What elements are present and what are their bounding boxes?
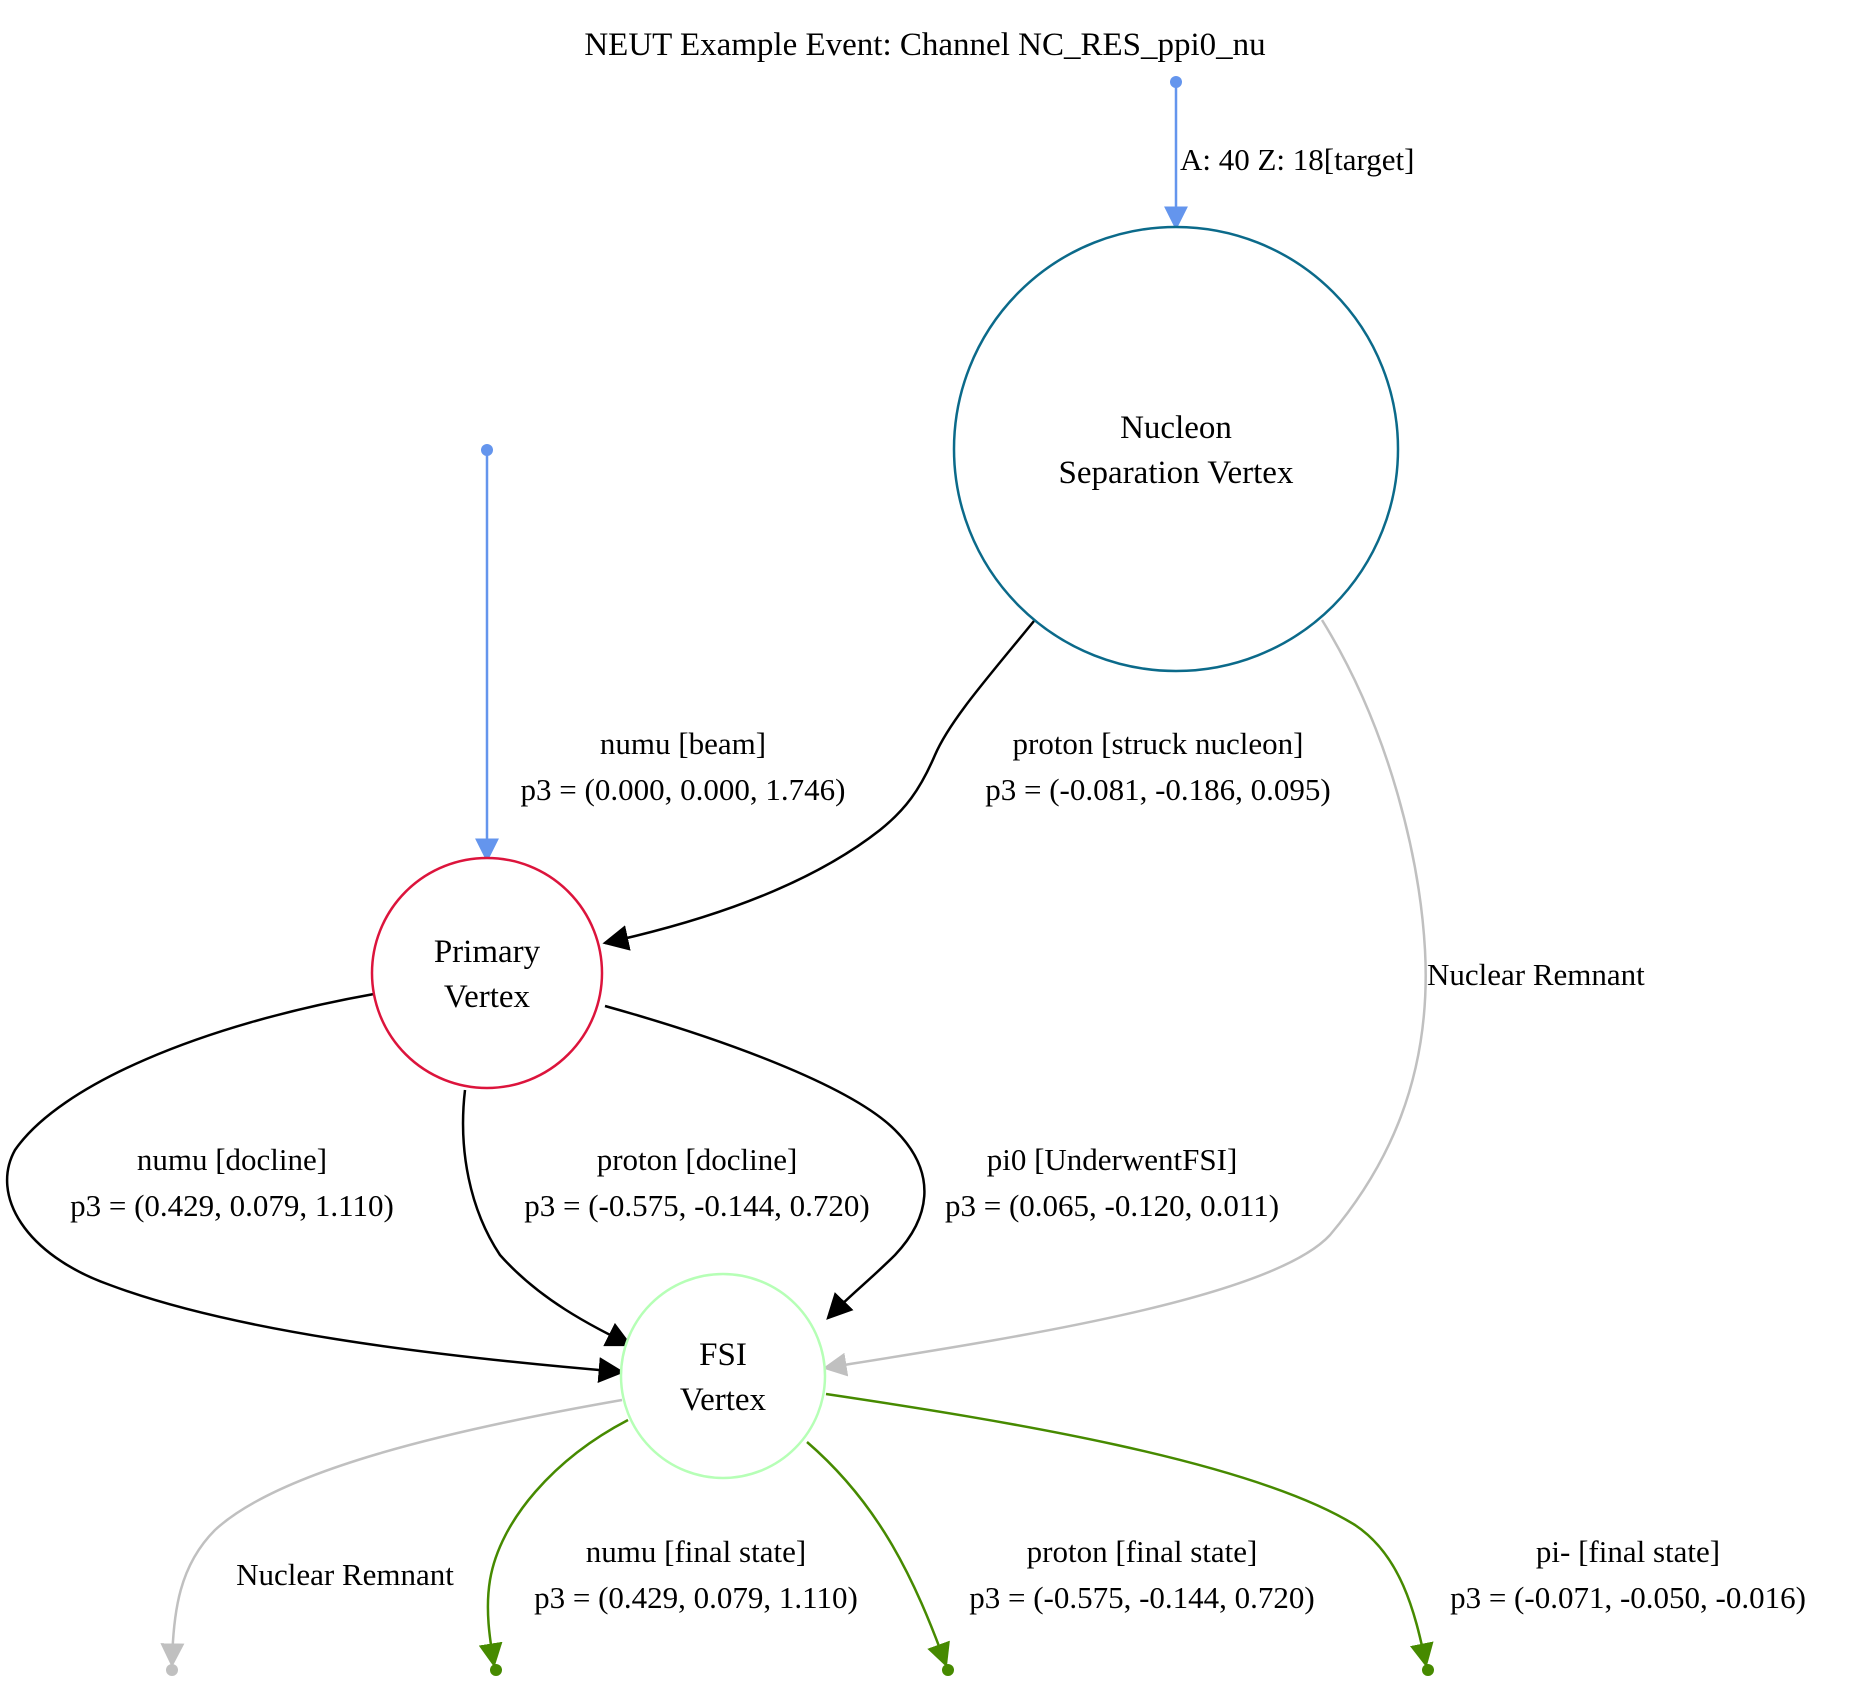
nucleon-separation-vertex-circle xyxy=(952,225,1400,673)
edge-proton-final: proton [final state] p3 = (-0.575, -0.14… xyxy=(806,1441,1315,1676)
nuclear-remnant-top-label: Nuclear Remnant xyxy=(1427,957,1645,992)
primary-vertex-line1: Primary xyxy=(434,934,541,970)
node-nucleon-separation-vertex: Nucleon Separation Vertex xyxy=(952,225,1400,673)
struck-nucleon-arrow xyxy=(602,620,1035,951)
pi0-fsi-label-momentum: p3 = (0.065, -0.120, 0.011) xyxy=(945,1188,1279,1223)
edge-struck-nucleon: proton [struck nucleon] p3 = (-0.081, -0… xyxy=(602,620,1331,951)
primary-vertex-circle xyxy=(370,856,604,1090)
proton-docline-label-particle: proton [docline] xyxy=(597,1142,798,1177)
nucleon-separation-vertex-line1: Nucleon xyxy=(1120,410,1232,446)
pi-minus-final-arrow xyxy=(825,1392,1434,1668)
numu-final-label-momentum: p3 = (0.429, 0.079, 1.110) xyxy=(534,1580,858,1615)
edge-nuclear-remnant-top: Nuclear Remnant xyxy=(822,619,1645,1377)
numu-final-label-particle: numu [final state] xyxy=(586,1534,806,1569)
proton-final-arrow xyxy=(806,1441,950,1668)
edge-numu-final: numu [final state] p3 = (0.429, 0.079, 1… xyxy=(478,1418,858,1676)
nuclear-remnant-top-arrow xyxy=(822,619,1427,1377)
numu-final-arrow xyxy=(478,1418,629,1668)
edge-numu-docline: numu [docline] p3 = (0.429, 0.079, 1.110… xyxy=(5,992,625,1383)
numu-docline-label-particle: numu [docline] xyxy=(137,1142,327,1177)
edge-nuclear-remnant-bottom: Nuclear Remnant xyxy=(160,1398,623,1676)
fsi-vertex-circle xyxy=(619,1272,827,1480)
fsi-vertex-line1: FSI xyxy=(699,1337,747,1373)
target-label: A: 40 Z: 18[target] xyxy=(1180,142,1414,177)
numu-docline-label-momentum: p3 = (0.429, 0.079, 1.110) xyxy=(70,1188,394,1223)
proton-final-endpoint xyxy=(942,1664,954,1676)
pi-minus-final-label-momentum: p3 = (-0.071, -0.050, -0.016) xyxy=(1450,1580,1806,1615)
edge-beam: numu [beam] p3 = (0.000, 0.000, 1.746) xyxy=(475,444,846,863)
edge-proton-docline: proton [docline] p3 = (-0.575, -0.144, 0… xyxy=(461,1089,870,1347)
nuclear-remnant-bottom-label: Nuclear Remnant xyxy=(236,1557,454,1592)
edge-pi-minus-final: pi- [final state] p3 = (-0.071, -0.050, … xyxy=(825,1392,1806,1676)
edge-target: A: 40 Z: 18[target] xyxy=(1164,76,1414,231)
numu-docline-arrow xyxy=(5,992,625,1383)
struck-nucleon-label-particle: proton [struck nucleon] xyxy=(1013,726,1304,761)
numu-final-endpoint xyxy=(490,1664,502,1676)
proton-final-label-momentum: p3 = (-0.575, -0.144, 0.720) xyxy=(969,1580,1315,1615)
struck-nucleon-label-momentum: p3 = (-0.081, -0.186, 0.095) xyxy=(985,772,1331,807)
nucleon-separation-vertex-line2: Separation Vertex xyxy=(1059,455,1294,491)
diagram-title: NEUT Example Event: Channel NC_RES_ppi0_… xyxy=(584,27,1265,63)
beam-label-momentum: p3 = (0.000, 0.000, 1.746) xyxy=(521,772,846,807)
pi-minus-final-endpoint xyxy=(1422,1664,1434,1676)
nuclear-remnant-bottom-endpoint xyxy=(166,1664,178,1676)
pi0-fsi-label-particle: pi0 [UnderwentFSI] xyxy=(987,1142,1238,1177)
nuclear-remnant-bottom-arrow xyxy=(160,1398,623,1668)
node-fsi-vertex: FSI Vertex xyxy=(619,1272,827,1480)
primary-vertex-line2: Vertex xyxy=(444,979,531,1015)
proton-docline-arrow xyxy=(461,1089,633,1347)
beam-label-particle: numu [beam] xyxy=(600,726,766,761)
proton-docline-label-momentum: p3 = (-0.575, -0.144, 0.720) xyxy=(524,1188,870,1223)
edge-pi0-fsi: pi0 [UnderwentFSI] p3 = (0.065, -0.120, … xyxy=(604,1004,1279,1320)
proton-final-label-particle: proton [final state] xyxy=(1027,1534,1258,1569)
node-primary-vertex: Primary Vertex xyxy=(370,856,604,1090)
pi-minus-final-label-particle: pi- [final state] xyxy=(1536,1534,1720,1569)
fsi-vertex-line2: Vertex xyxy=(680,1382,767,1418)
pi0-fsi-arrow xyxy=(604,1004,926,1320)
